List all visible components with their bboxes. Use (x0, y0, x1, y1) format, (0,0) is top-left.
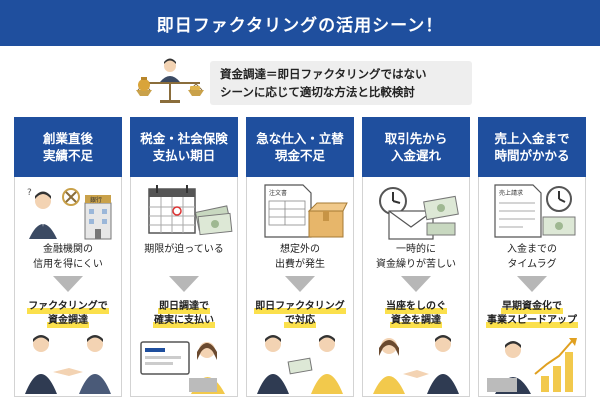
card-problem: 一時的に 資金繰りが苦しい (376, 244, 456, 270)
intro-line-2: シーンに応じて適切な方法と比較検討 (220, 85, 415, 99)
tax-payment-illustration (148, 185, 233, 236)
sudden-purchase-illustration: 注文書 (264, 184, 348, 238)
card-solution: 即日調達で 確実に支払い (153, 300, 215, 328)
down-arrow-icon (285, 276, 315, 292)
x-mark-icon (62, 188, 80, 206)
clock-icon (379, 187, 407, 215)
intro-text-box: 資金調達＝即日ファクタリングではない シーンに応じて適切な方法と比較検討 (210, 61, 472, 105)
intro-section: 資金調達＝即日ファクタリングではない シーンに応じて適切な方法と比較検討 (130, 56, 472, 106)
businesspeople-meeting-icon (373, 335, 459, 394)
scene-card-late-payment: 取引先から 入金遅れ 一時的に 資金繰りが苦しい 当座 (362, 117, 470, 397)
cash-handover-icon (257, 335, 343, 394)
card-heading: 急な仕入・立替 現金不足 (246, 117, 354, 177)
scene-card-sudden-purchase: 急な仕入・立替 現金不足 注文書 想定外の 出費が発生 即日ファク (246, 117, 354, 397)
scene-cards: 創業直後 実績不足 ? 銀行 (14, 117, 586, 397)
slow-receivables-illustration: 売上請求 (494, 184, 576, 238)
down-arrow-icon (517, 276, 547, 292)
svg-text:注文書: 注文書 (269, 189, 287, 197)
growth-chart-icon (534, 338, 577, 392)
card-problem: 入金までの タイムラグ (507, 244, 557, 270)
scene-card-startup: 創業直後 実績不足 ? 銀行 (14, 117, 122, 397)
growth-scene (487, 338, 577, 394)
card-problem: 期限が迫っている (144, 244, 224, 255)
sales-ledger-document-icon: 売上請求 (494, 184, 542, 238)
cardboard-box-icon (307, 202, 348, 238)
clock-icon (546, 186, 572, 212)
worried-businessman-icon: ? (27, 188, 57, 239)
down-arrow-icon (169, 276, 199, 292)
cash-bills-icon (194, 205, 233, 236)
svg-text:売上請求: 売上請求 (499, 189, 523, 197)
card-solution: 即日ファクタリング で対応 (254, 300, 346, 328)
card-solution: 早期資金化で 事業スピードアップ (486, 300, 578, 328)
scene-card-slow-receivables: 売上入金まで 時間がかかる 売上請求 入金までの (478, 117, 586, 397)
businessman-on-laptop-icon (487, 341, 531, 394)
handshake-icon (25, 335, 111, 394)
card-heading: 創業直後 実績不足 (14, 117, 122, 177)
card-solution: ファクタリングで 資金調達 (27, 300, 109, 328)
laptop-payment-icon (140, 341, 190, 375)
page-title: 即日ファクタリングの活用シーン！ (0, 0, 600, 46)
svg-text:銀行: 銀行 (90, 196, 102, 204)
card-solution: 当座をしのぐ 資金を調達 (385, 300, 447, 328)
card-problem: 想定外の 出費が発生 (275, 244, 325, 270)
laptop-payment-scene (140, 341, 225, 394)
cash-bills-icon (542, 216, 576, 236)
thinking-businessman-on-scale-icon (136, 58, 204, 103)
woman-on-laptop-icon (189, 342, 225, 394)
envelope-icon (388, 210, 434, 240)
cash-bills-icon (423, 195, 459, 236)
bank-building-icon: 銀行 (84, 195, 112, 240)
card-heading: 取引先から 入金遅れ (362, 117, 470, 177)
card-problem: 金融機関の 信用を得にくい (33, 244, 103, 270)
card-heading: 売上入金まで 時間がかかる (478, 117, 586, 177)
late-payment-illustration (379, 187, 459, 240)
calendar-icon (148, 185, 196, 234)
down-arrow-icon (53, 276, 83, 292)
purchase-order-document-icon: 注文書 (264, 184, 312, 238)
card-heading: 税金・社会保険 支払い期日 (130, 117, 238, 177)
down-arrow-icon (401, 276, 431, 292)
intro-line-1: 資金調達＝即日ファクタリングではない (220, 67, 427, 81)
startup-illustration: ? 銀行 (27, 188, 112, 240)
svg-text:?: ? (27, 188, 32, 198)
scene-card-tax-payment: 税金・社会保険 支払い期日 (130, 117, 238, 397)
